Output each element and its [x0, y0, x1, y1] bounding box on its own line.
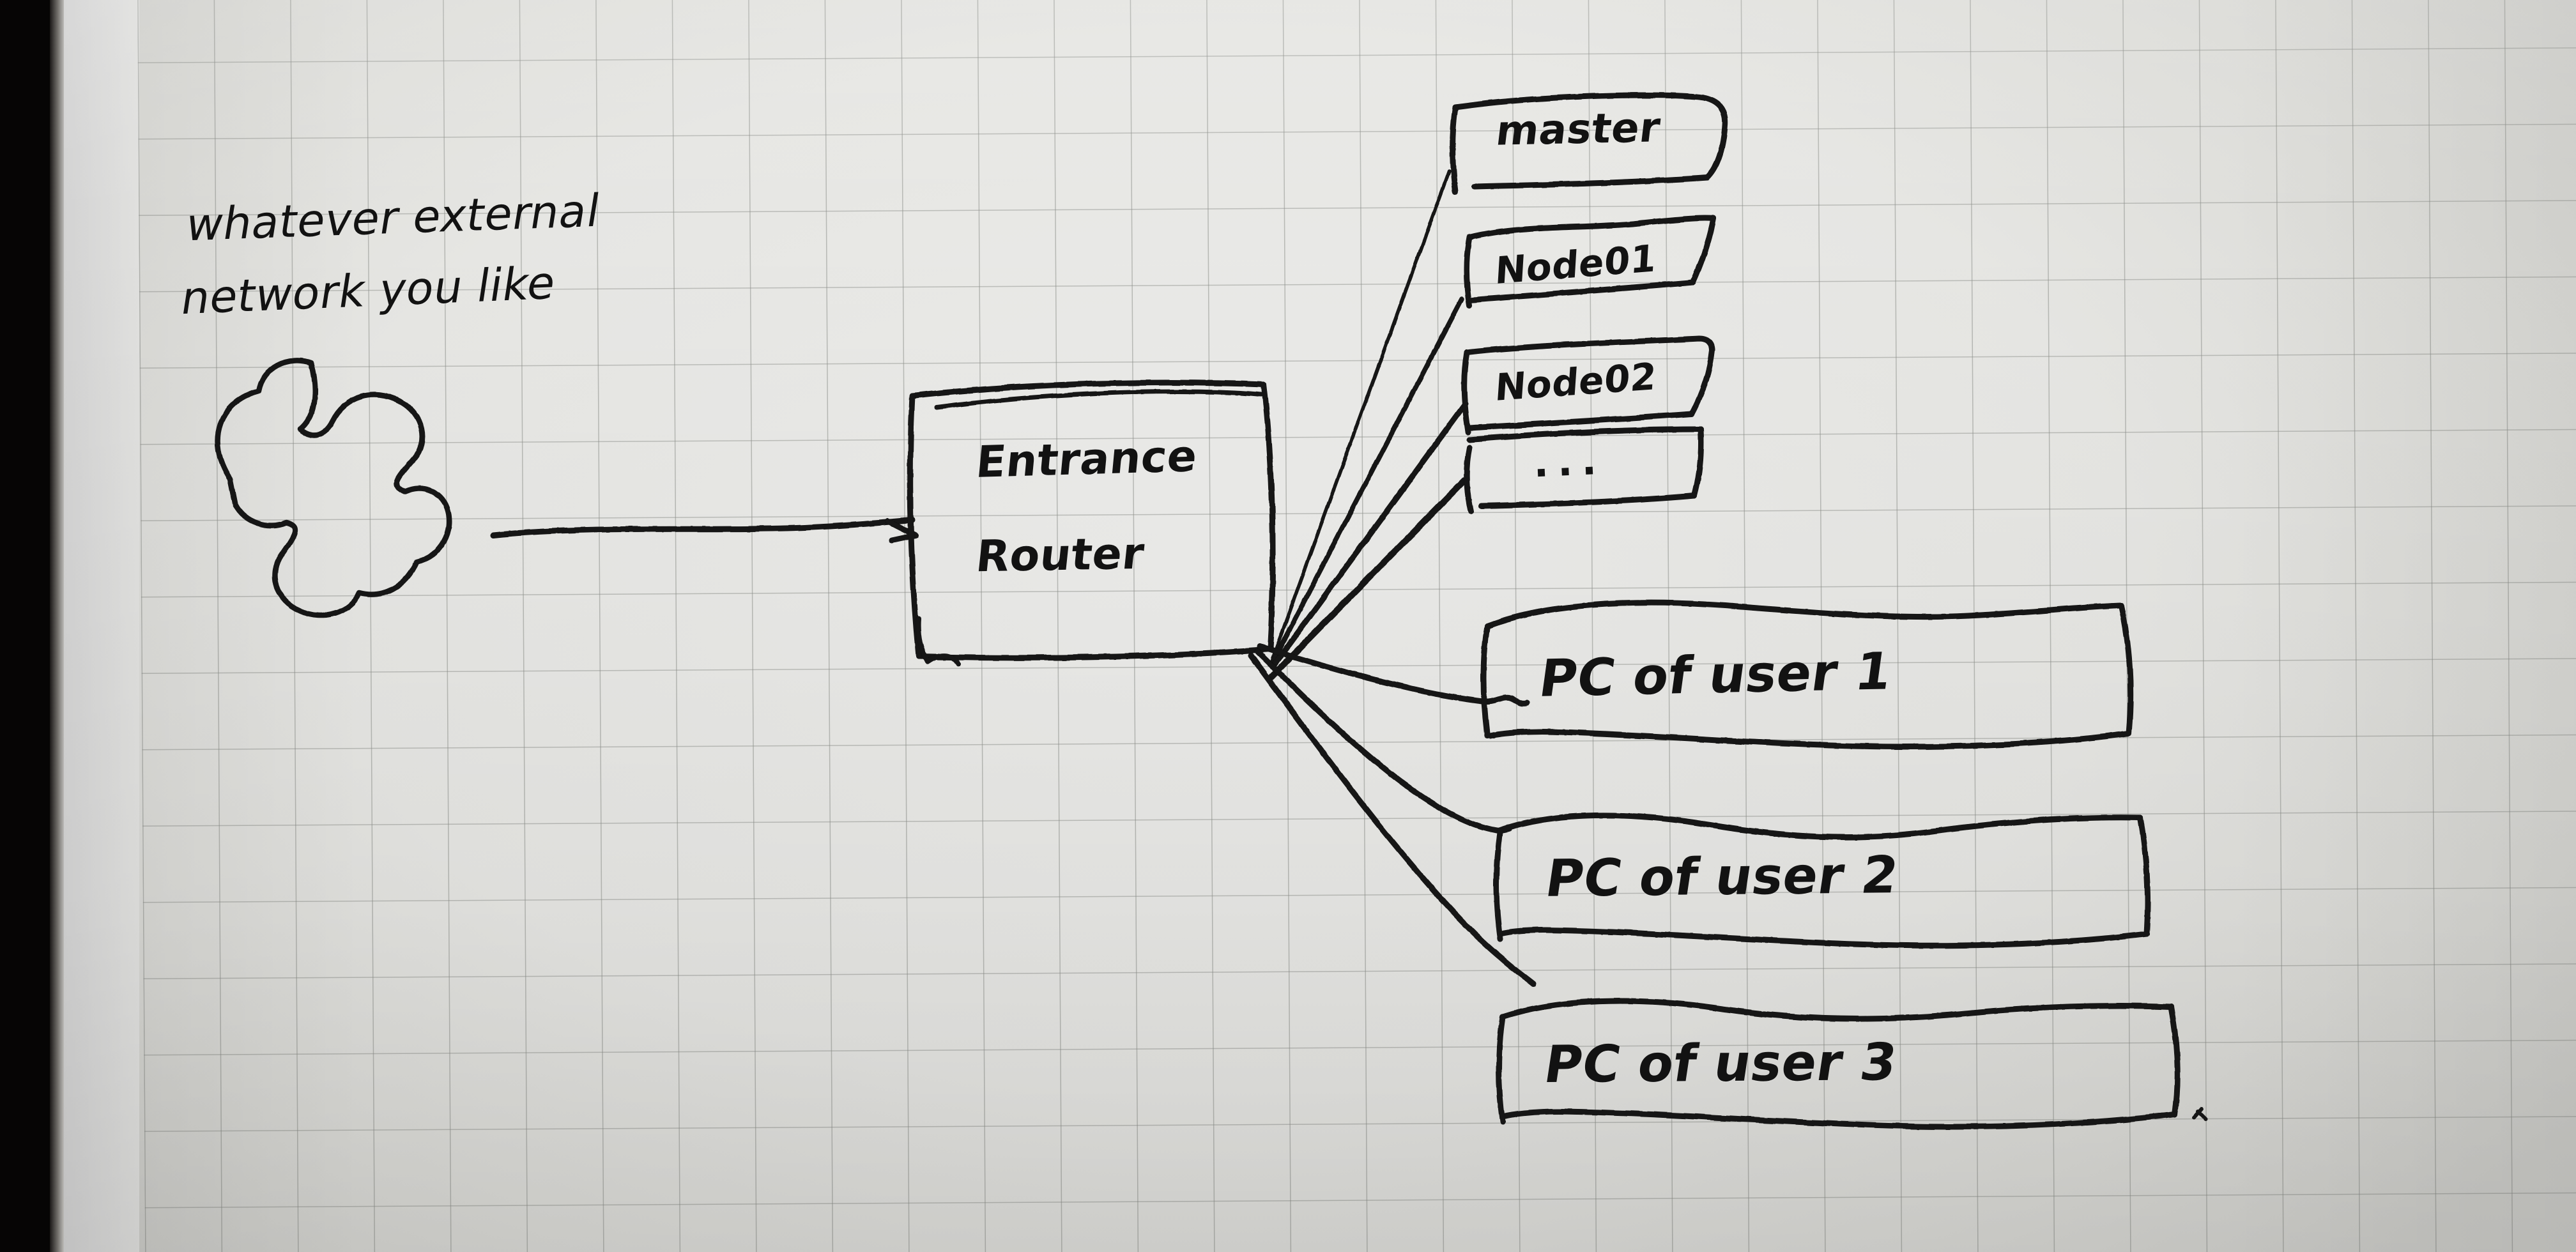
- link-router-to-more-nodes: [1268, 477, 1468, 680]
- pc-user-1-label: PC of user 1: [1535, 641, 1896, 708]
- router-label-line-2: Router: [973, 528, 1147, 583]
- entrance-router-box: [907, 379, 1276, 667]
- link-router-to-node01: [1270, 296, 1464, 664]
- screen-bezel-left: [0, 0, 50, 1252]
- link-router-to-master: [1271, 169, 1451, 660]
- pc-user-1-box: [1480, 600, 2134, 750]
- link-cloud-to-router: [490, 517, 919, 544]
- pc-user-2-label: PC of user 2: [1542, 845, 1903, 908]
- node02-box: [1461, 335, 1715, 435]
- link-router-to-pc2: [1254, 648, 1512, 834]
- master-node-label: master: [1493, 104, 1663, 155]
- pc-user-2-box: [1493, 812, 2151, 949]
- paper-left-margin: [64, 0, 139, 1252]
- pc-user-3-box: [1496, 998, 2207, 1130]
- link-router-to-node02: [1269, 401, 1469, 670]
- link-router-to-pc3: [1248, 652, 1537, 987]
- more-nodes-label: ...: [1532, 436, 1607, 487]
- router-label-line-1: Entrance: [974, 431, 1200, 488]
- master-node-box: [1450, 92, 1728, 195]
- external-network-cloud: [215, 358, 452, 618]
- pc-user-3-label: PC of user 3: [1540, 1032, 1901, 1094]
- bezel-edge-gradient: [50, 0, 66, 1252]
- node01-box: [1464, 215, 1717, 309]
- more-nodes-box: [1464, 426, 1705, 514]
